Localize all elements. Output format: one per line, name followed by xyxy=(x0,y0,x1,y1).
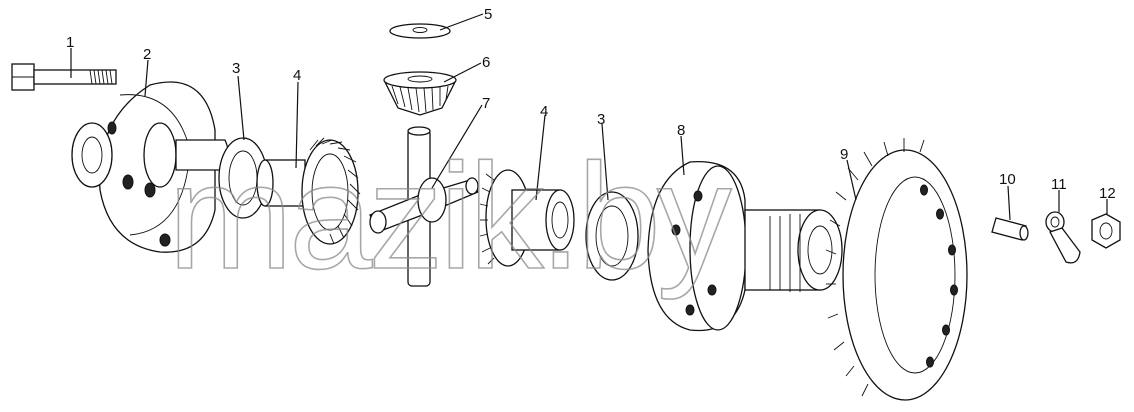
leader-2 xyxy=(144,59,149,97)
part-6-pinion-gear xyxy=(383,71,457,116)
callout-11: 11 xyxy=(1051,176,1067,193)
callout-5: 5 xyxy=(484,6,492,23)
leader-8 xyxy=(680,135,685,176)
leader-4b xyxy=(535,114,546,201)
callout-6: 6 xyxy=(482,54,490,71)
leader-10 xyxy=(1007,185,1011,221)
leader-3a xyxy=(237,75,245,141)
part-8-case-half xyxy=(647,161,843,332)
callout-numbers: 1 2 3 4 5 6 7 4 3 8 9 10 11 12 xyxy=(66,6,1116,202)
leader-4a xyxy=(295,81,299,169)
part-4-side-gear-left xyxy=(256,137,361,245)
leader-7 xyxy=(431,104,483,189)
callout-3-right: 3 xyxy=(597,111,605,128)
leader-9 xyxy=(846,159,857,201)
callout-2: 2 xyxy=(143,46,151,63)
part-11-lock-plate xyxy=(1045,211,1081,264)
part-3-thrust-washer-right xyxy=(585,191,639,281)
callout-10: 10 xyxy=(999,171,1016,188)
part-12-nut xyxy=(1091,213,1121,249)
part-10-pin xyxy=(991,217,1029,241)
leader-lines xyxy=(70,13,1108,221)
callout-8: 8 xyxy=(677,122,685,139)
leader-5 xyxy=(439,13,484,31)
callout-12: 12 xyxy=(1099,185,1116,202)
callout-1: 1 xyxy=(66,34,74,51)
leader-6 xyxy=(443,62,482,83)
watermark: mazik.by xyxy=(168,132,732,300)
part-4-side-gear-right xyxy=(479,169,575,267)
callout-4: 4 xyxy=(293,67,301,84)
callout-3: 3 xyxy=(232,60,240,77)
part-5-spherical-washer xyxy=(389,23,451,39)
callout-7: 7 xyxy=(482,95,490,112)
callout-4-right: 4 xyxy=(540,103,548,120)
leader-3b xyxy=(601,123,609,201)
callout-9: 9 xyxy=(840,146,848,163)
part-7-spider-cross xyxy=(369,126,479,287)
part-1-bolt xyxy=(11,63,117,91)
part-2-case-half xyxy=(71,81,230,253)
part-9-ring-gear xyxy=(825,138,968,401)
